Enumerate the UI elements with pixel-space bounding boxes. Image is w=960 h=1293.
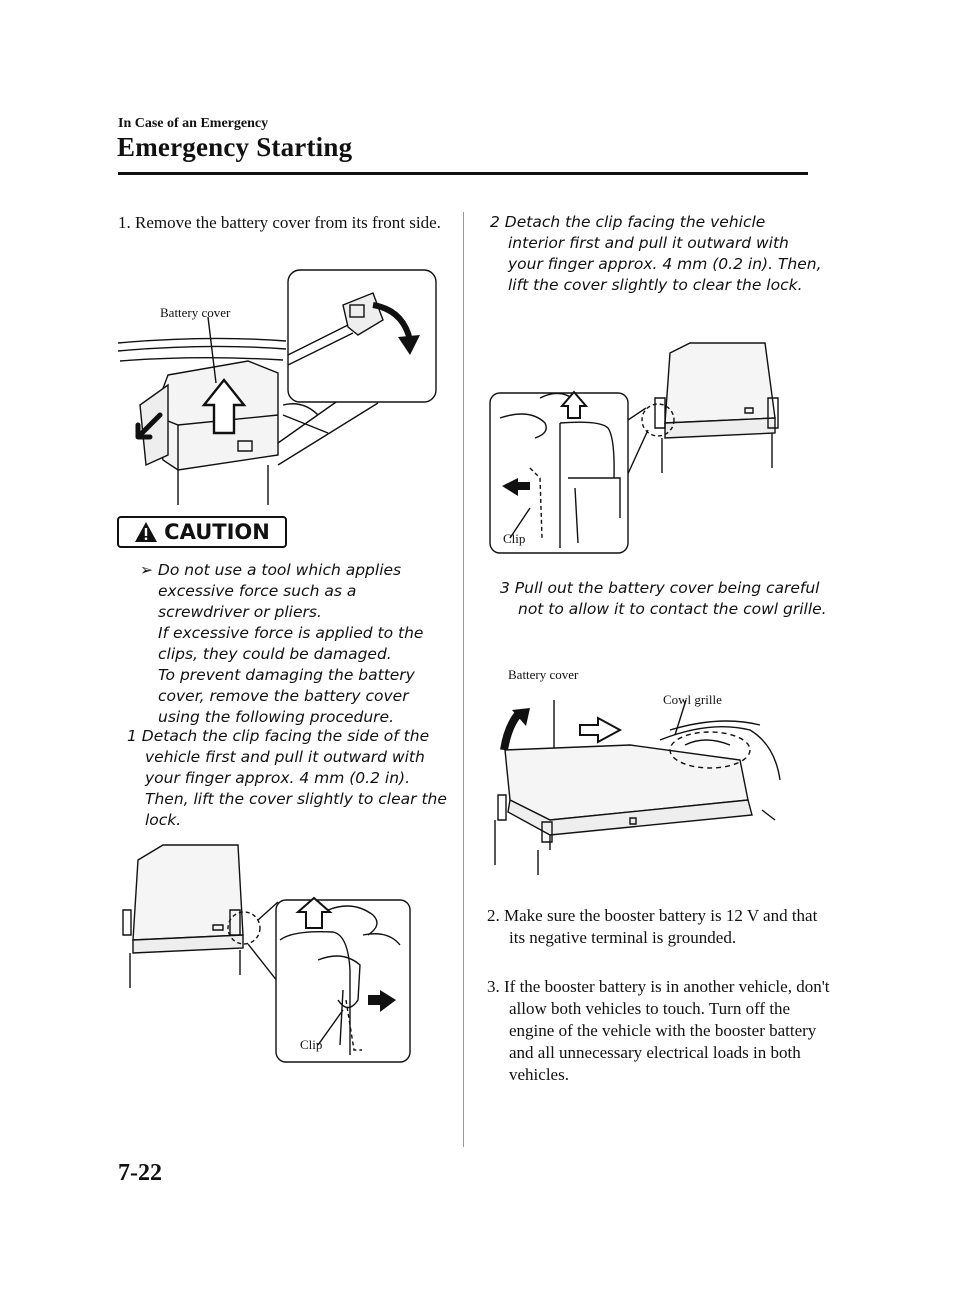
figure-pull-out-cover [494,699,781,875]
caution-box: CAUTION [117,516,287,548]
caution-label: CAUTION [164,520,270,544]
figure-clip-side [122,844,411,1063]
caution-bullet-icon: ➢ [140,561,158,579]
chapter-title: Emergency Starting [117,132,353,162]
substep-1: 1 Detach the clip facing the side of the… [127,727,447,829]
caution-paragraph-3: To prevent damaging the battery cover, r… [158,666,415,726]
step-1: 1. Remove the battery cover from its fro… [118,213,441,232]
fig4-label-cowl-grille: Cowl grille [663,692,722,707]
fig2-label-clip: Clip [300,1037,323,1052]
substep-3: 3 Pull out the battery cover being caref… [500,579,827,618]
caution-bullet-text: Do not use a tool which applies excessiv… [157,561,402,621]
caution-text: ➢ Do not use a tool which applies excess… [140,560,440,728]
fig3-label-clip: Clip [503,531,526,546]
fig1-label-battery-cover: Battery cover [160,305,231,320]
substep-2: 2 Detach the clip facing the vehicle int… [490,213,822,294]
page-number: 7-22 [118,1160,162,1186]
figure-battery-cover-front [117,269,437,505]
step-3: 3. If the booster battery is in another … [487,977,830,1084]
fig4-label-battery-cover: Battery cover [508,667,579,682]
header-rule [118,172,808,175]
section-title: In Case of an Emergency [118,116,269,131]
warning-triangle-icon [135,522,158,542]
caution-paragraph-2: If excessive force is applied to the cli… [158,624,424,663]
column-divider [463,212,464,1147]
figure-clip-interior [489,342,779,554]
step-2: 2. Make sure the booster battery is 12 V… [487,906,818,947]
